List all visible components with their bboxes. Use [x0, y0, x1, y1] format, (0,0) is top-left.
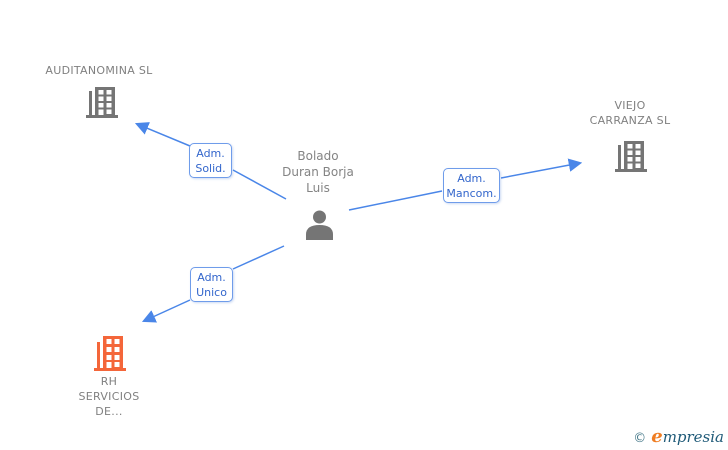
copyright-icon: © [633, 431, 647, 446]
company-node-rh-servicios[interactable] [94, 334, 126, 375]
person-label[interactable]: Bolado Duran Borja Luis [248, 148, 388, 196]
edge-label-line: Solid. [195, 161, 226, 175]
building-icon [94, 336, 126, 371]
brand-initial: e [651, 426, 663, 447]
edge-line-unico-1 [232, 245, 285, 270]
brand-name: mpresia [662, 428, 724, 446]
company-label-viejo-carranza[interactable]: VIEJO CARRANZA SL [555, 98, 705, 128]
person-name-line: Luis [306, 181, 330, 195]
building-icon [615, 141, 647, 172]
edge-label-line: Adm. [196, 146, 225, 160]
company-label-rh-servicios[interactable]: RH SERVICIOS DE... [39, 374, 179, 419]
company-name-line: CARRANZA SL [589, 114, 671, 127]
edge-line-mancom-1 [348, 190, 443, 211]
person-name-line: Bolado [297, 149, 339, 163]
edge-line-solid-1 [232, 169, 287, 200]
company-node-viejo-carranza[interactable] [615, 139, 647, 176]
company-label-auditanomina[interactable]: AUDITANOMINA SL [19, 63, 179, 78]
edge-label-adm-mancom: Adm. Mancom. [443, 168, 500, 203]
person-node[interactable] [306, 210, 333, 244]
edge-label-line: Unico [196, 285, 227, 299]
company-name-line: DE... [95, 405, 123, 418]
edge-label-line: Adm. [457, 171, 486, 185]
edge-line-solid-2 [134, 122, 191, 147]
person-name-line: Duran Borja [282, 165, 354, 179]
company-node-auditanomina[interactable] [86, 85, 118, 122]
edge-line-mancom-2 [500, 158, 583, 179]
empresia-logo[interactable]: © e mpresia [633, 426, 724, 447]
company-name-line: SERVICIOS [78, 390, 140, 403]
company-name-line: VIEJO [614, 99, 646, 112]
edge-label-line: Mancom. [446, 186, 497, 200]
building-icon [86, 87, 118, 118]
person-icon [306, 210, 333, 240]
company-name-line: AUDITANOMINA SL [45, 64, 153, 77]
company-name-line: RH [100, 375, 118, 388]
edge-line-unico-2 [141, 299, 191, 323]
edge-label-line: Adm. [197, 270, 226, 284]
edge-label-adm-unico: Adm. Unico [190, 267, 233, 302]
edge-label-adm-solid: Adm. Solid. [189, 143, 232, 178]
